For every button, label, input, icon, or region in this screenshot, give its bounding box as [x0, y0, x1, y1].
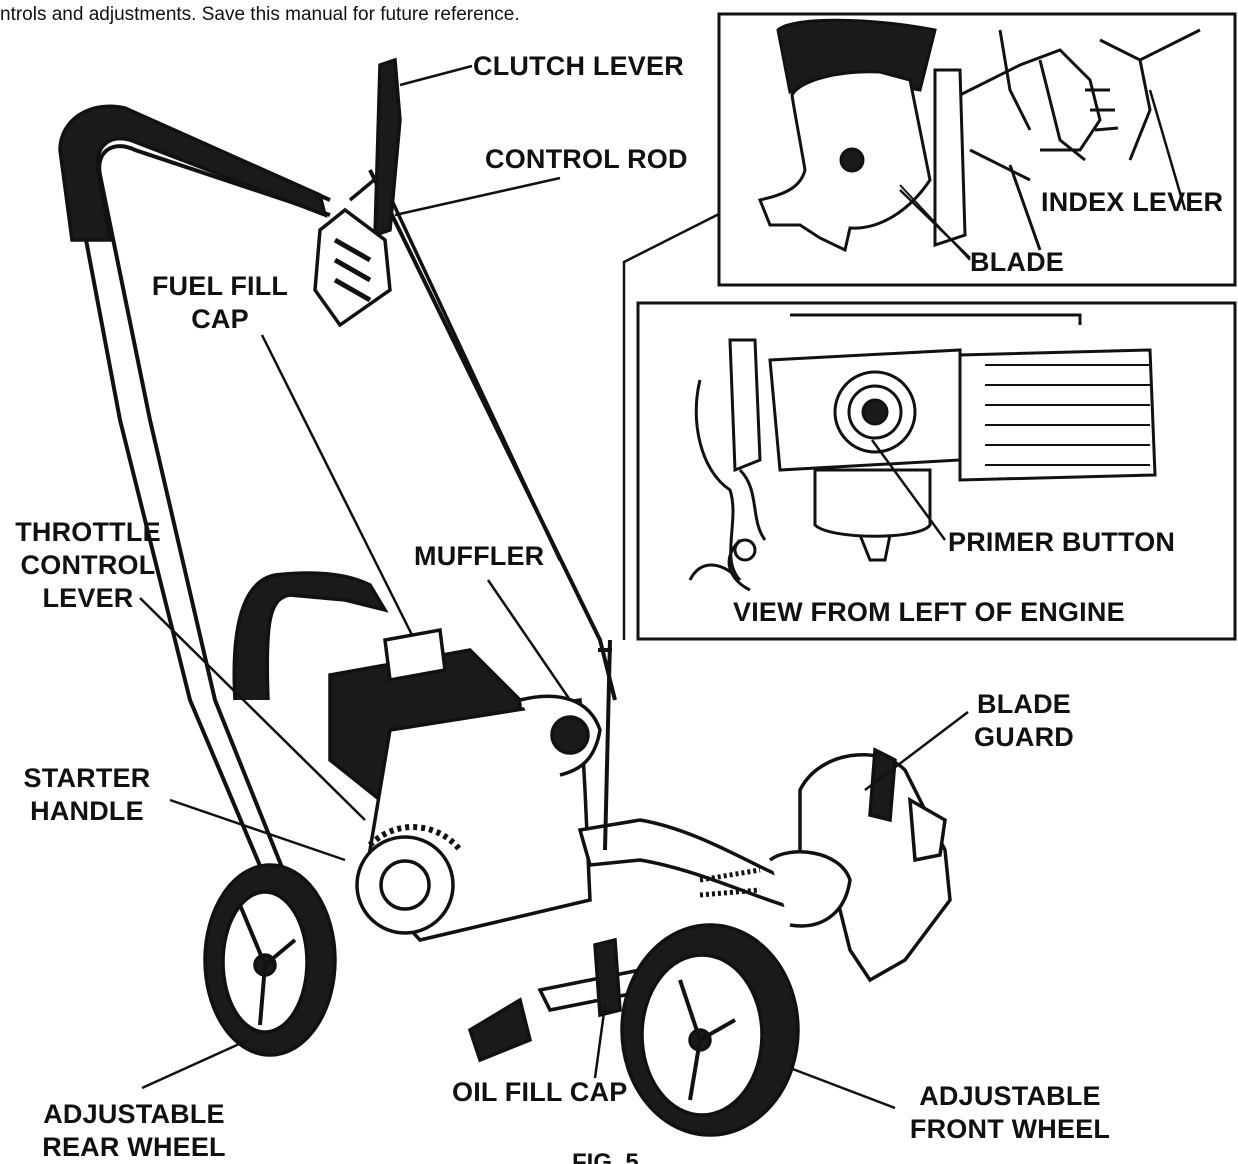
leader-oil-fill-cap [593, 1004, 607, 1079]
label-rear-wheel-line1: ADJUSTABLE [43, 1099, 225, 1129]
label-index-lever: INDEX LEVER [1041, 187, 1224, 217]
label-blade-guard: BLADE GUARD [964, 688, 1084, 754]
intro-text: ntrols and adjustments. Save this manual… [0, 4, 520, 25]
leader-lines [139, 64, 1187, 1110]
label-starter-handle-line1: STARTER [23, 763, 151, 793]
label-control-rod: CONTROL ROD [485, 144, 688, 174]
engine-inset-drawing [688, 313, 1157, 592]
label-starter-handle-line2: HANDLE [30, 796, 144, 826]
label-blade-guard-line2: GUARD [974, 722, 1074, 752]
label-adjustable-front-wheel: ADJUSTABLE FRONT WHEEL [895, 1080, 1125, 1146]
label-fuel-fill-cap: FUEL FILL CAP [140, 270, 300, 336]
label-blade: BLADE [970, 247, 1064, 277]
blade-inset-box [717, 12, 1237, 287]
leader-front-wheel [789, 1066, 896, 1110]
label-fuel-fill-cap-line2: CAP [191, 304, 249, 334]
leader-primer-button [870, 439, 947, 541]
label-view-from-left: VIEW FROM LEFT OF ENGINE [733, 597, 1125, 627]
label-throttle-line2: CONTROL [20, 550, 156, 580]
leader-fuel-fill-cap [260, 334, 414, 636]
label-clutch-lever: CLUTCH LEVER [473, 51, 684, 81]
leader-muffler [486, 579, 572, 701]
label-front-wheel-line1: ADJUSTABLE [919, 1081, 1101, 1111]
leader-control-rod [394, 176, 561, 217]
label-adjustable-rear-wheel: ADJUSTABLE REAR WHEEL [28, 1098, 240, 1164]
figure-caption: FIG. 5 [572, 1149, 639, 1164]
label-fuel-fill-cap-line1: FUEL FILL [151, 271, 289, 301]
label-oil-fill-cap: OIL FILL CAP [452, 1077, 628, 1107]
label-front-wheel-line2: FRONT WHEEL [909, 1114, 1111, 1144]
control-rod-shape [368, 169, 617, 701]
clutch-lever-shape [373, 57, 402, 238]
engine-inset-box [636, 301, 1237, 641]
label-primer-button: PRIMER BUTTON [948, 527, 1176, 557]
inset-connector-line [622, 212, 720, 640]
label-rear-wheel-line2: REAR WHEEL [42, 1132, 226, 1162]
label-blade-guard-line1: BLADE [977, 689, 1071, 719]
leader-blade-guard [864, 711, 969, 791]
label-throttle-control-lever: THROTTLE CONTROL LEVER [0, 516, 176, 615]
leader-blade [899, 189, 971, 259]
blade-inset-drawing [757, 18, 1201, 261]
label-starter-handle: STARTER HANDLE [12, 762, 162, 828]
leader-starter-handle [169, 798, 346, 862]
label-muffler: MUFFLER [414, 541, 545, 571]
label-throttle-line3: LEVER [42, 583, 134, 613]
leader-rear-wheel [141, 1038, 249, 1090]
leader-clutch-lever [399, 64, 473, 87]
inset-boxes [622, 12, 1237, 641]
leader-throttle [139, 597, 366, 821]
edger-main-drawing [58, 57, 952, 1137]
leader-index-lever [1148, 89, 1187, 211]
label-throttle-line1: THROTTLE [15, 517, 161, 547]
